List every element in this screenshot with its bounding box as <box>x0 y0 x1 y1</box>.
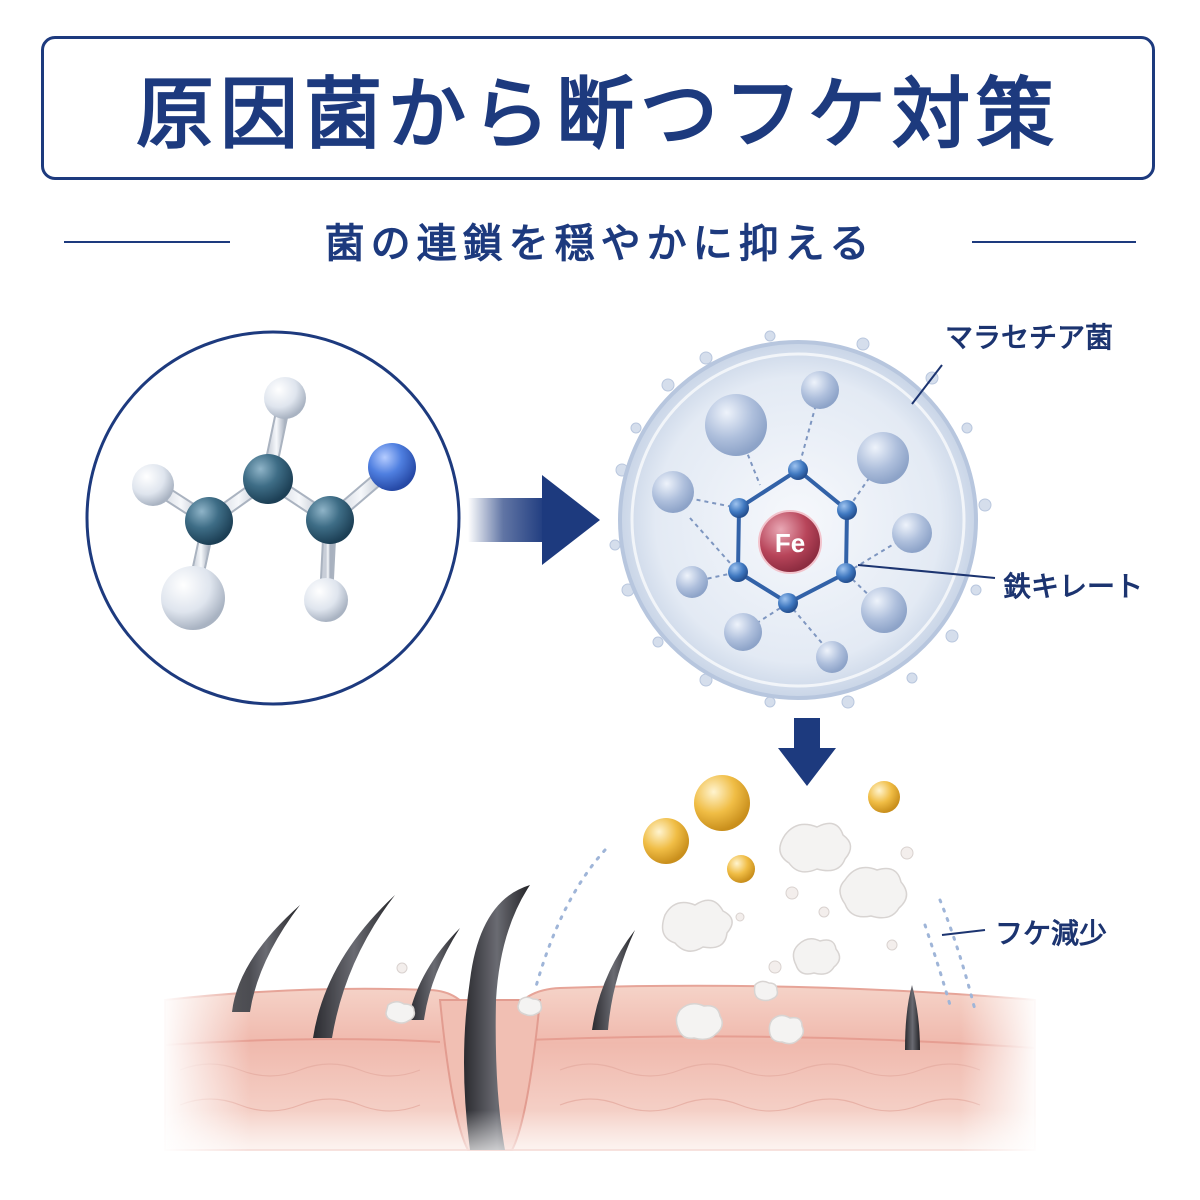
iron-atom <box>758 510 822 574</box>
atom-nitrogen <box>368 443 416 491</box>
small-particles <box>396 846 914 974</box>
atom-hydrogen <box>264 377 306 419</box>
label-dandruff-reduction: フケ減少 <box>995 917 1108 950</box>
dandruff-flakes <box>385 822 908 1045</box>
cell-vesicles <box>652 371 932 673</box>
down-arrow <box>778 718 836 786</box>
sebum-droplets <box>643 775 900 883</box>
atom-carbon <box>185 497 233 545</box>
iron-symbol: Fe <box>775 528 805 558</box>
page-title: 原因菌から断つフケ対策 <box>135 70 1060 160</box>
iron-chelate-leader-line <box>857 564 996 579</box>
atom-carbon <box>243 454 293 504</box>
molecule-panel <box>85 330 461 706</box>
malassezia-leader-line <box>911 364 943 405</box>
iron-chelate-complex: Fe <box>728 460 857 613</box>
atom-hydrogen <box>132 464 174 506</box>
subtitle: 菌の連鎖を穏やかに抑える <box>324 221 876 267</box>
subtitle-row: 菌の連鎖を穏やかに抑える <box>0 214 1200 274</box>
label-iron-chelate: 鉄キレート <box>1003 570 1144 603</box>
dandruff-leader-line <box>941 929 986 936</box>
dotted-flow-lines <box>533 848 977 1012</box>
atom-hydrogen <box>304 578 348 622</box>
right-arrow <box>468 475 600 565</box>
subtitle-rule-left <box>64 241 230 243</box>
atom-carbon <box>306 496 354 544</box>
atom-hydrogen-large <box>161 566 225 630</box>
skin-cross-section <box>160 885 1040 1170</box>
title-box: 原因菌から断つフケ対策 <box>41 36 1155 180</box>
hair-main <box>464 885 530 1150</box>
label-malassezia: マラセチア菌 <box>945 321 1114 354</box>
subtitle-rule-right <box>972 241 1136 243</box>
malassezia-cell: Fe <box>609 330 992 709</box>
